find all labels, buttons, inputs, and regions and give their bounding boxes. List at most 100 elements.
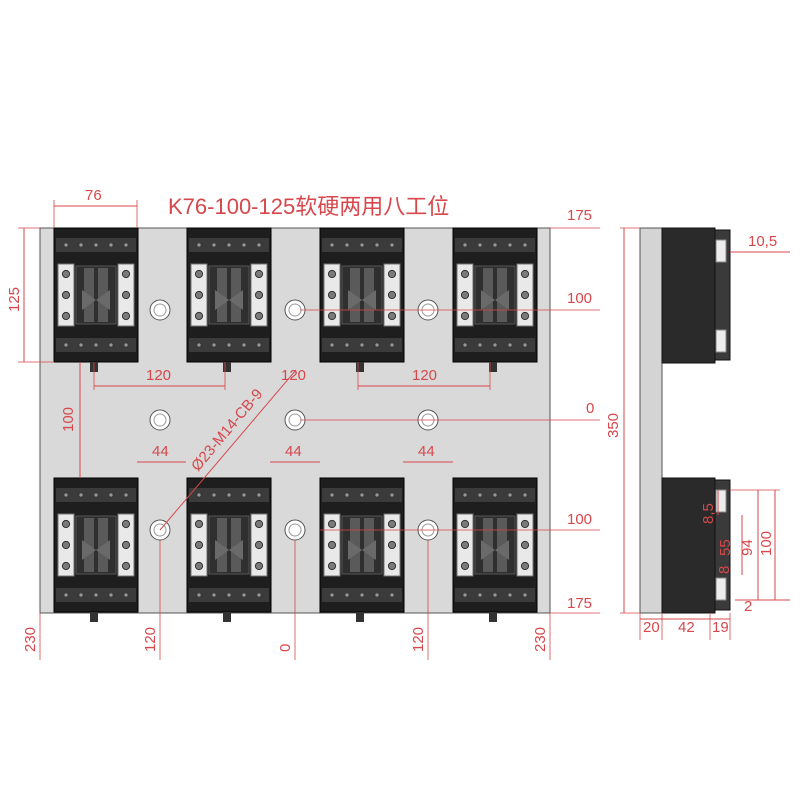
rib-dot (197, 593, 201, 597)
dim-right-lower-row: 100 (567, 511, 592, 528)
rib-dot (94, 343, 98, 347)
jaw-bolt (460, 561, 470, 571)
dim-gap-mid: 44 (285, 443, 302, 460)
dim-depth-8-5: 8,5 (700, 503, 717, 524)
rib-dot (79, 593, 83, 597)
rib-dot (463, 493, 467, 497)
rib-dot (463, 593, 467, 597)
dim-gap-left: 44 (152, 443, 169, 460)
jaw-bolt (327, 540, 337, 550)
rib-dot (64, 493, 68, 497)
rib-dot (94, 493, 98, 497)
rib-dot (330, 593, 334, 597)
drawing-title: K76-100-125软硬两用八工位 (168, 194, 449, 219)
rib-dot (330, 343, 334, 347)
jaw-bolt (121, 269, 131, 279)
vise-foot (489, 612, 497, 622)
rib-dot (523, 343, 527, 347)
rib-dot (79, 343, 83, 347)
jaw-bolt (194, 269, 204, 279)
vise-hourglass (348, 540, 376, 560)
rib-dot (109, 493, 113, 497)
jaw-bolt (520, 311, 530, 321)
dim-right-bottom: 175 (567, 595, 592, 612)
jaw-bolt (61, 290, 71, 300)
rib-dot (257, 243, 261, 247)
dim-bottom-right-edge: 230 (532, 627, 549, 652)
vise-foot (223, 612, 231, 622)
jaw-bolt (254, 561, 264, 571)
dim-width-42: 42 (678, 619, 695, 636)
jaw-bolt (387, 540, 397, 550)
rib-dot (478, 593, 482, 597)
jaw-bolt (520, 269, 530, 279)
vise-hourglass (82, 290, 110, 310)
mounting-hole (284, 409, 306, 431)
rib-dot (345, 343, 349, 347)
rib-dot (109, 243, 113, 247)
rib-dot (64, 593, 68, 597)
vise (452, 227, 538, 372)
jaw-bolt (194, 561, 204, 571)
rib-dot (227, 243, 231, 247)
rib-dot (493, 243, 497, 247)
jaw-bolt (327, 269, 337, 279)
mounting-hole (149, 409, 171, 431)
jaw-bolt (520, 561, 530, 571)
dim-bottom-left-offset: 120 (142, 627, 159, 652)
vise (186, 227, 272, 372)
rib-dot (124, 243, 128, 247)
rib-dot (508, 493, 512, 497)
jaw-bolt (387, 519, 397, 529)
rib-dot (242, 493, 246, 497)
jaw-bolt (387, 561, 397, 571)
jaw-bolt (61, 519, 71, 529)
jaw-bolt (387, 290, 397, 300)
jaw-bolt (121, 290, 131, 300)
dim-gap-8: 8 (716, 566, 733, 574)
rib-dot (375, 243, 379, 247)
jaw-bolt (327, 311, 337, 321)
jaw-bolt (254, 290, 264, 300)
rib-dot (124, 593, 128, 597)
rib-dot (197, 243, 201, 247)
rib-dot (478, 243, 482, 247)
mounting-hole (149, 299, 171, 321)
vise (53, 477, 139, 622)
side-view: 10,5 350 8,5 55 94 100 8 2 20 42 19 (605, 227, 790, 640)
dim-right-upper-row: 100 (567, 290, 592, 307)
rib-dot (227, 593, 231, 597)
rib-dot (390, 243, 394, 247)
rib-dot (79, 493, 83, 497)
rib-dot (212, 493, 216, 497)
rib-dot (124, 493, 128, 497)
mounting-hole (284, 299, 306, 321)
rib-dot (360, 243, 364, 247)
rib-dot (463, 343, 467, 347)
rib-dot (360, 593, 364, 597)
side-jaw-plate-lower-b (715, 577, 727, 601)
rib-dot (523, 593, 527, 597)
vise-array (53, 227, 538, 622)
rib-dot (109, 593, 113, 597)
vise (319, 477, 405, 622)
jaw-bolt (121, 540, 131, 550)
vise-hourglass (481, 540, 509, 560)
rib-dot (257, 343, 261, 347)
front-view: 76 125 175 100 0 100 175 120 120 120 100… (6, 187, 600, 660)
rib-dot (197, 493, 201, 497)
dim-bottom-left-edge: 230 (22, 627, 39, 652)
jaw-bolt (194, 290, 204, 300)
jaw-bolt (460, 269, 470, 279)
jaw-bolt (61, 561, 71, 571)
jaw-bolt (520, 540, 530, 550)
rib-dot (345, 243, 349, 247)
rib-dot (375, 343, 379, 347)
jaw-bolt (254, 269, 264, 279)
jaw-bolt (327, 519, 337, 529)
dim-bottom-right-offset: 120 (410, 627, 427, 652)
rib-dot (124, 343, 128, 347)
rib-dot (242, 593, 246, 597)
side-vise-lower (661, 477, 716, 614)
vise (452, 477, 538, 622)
